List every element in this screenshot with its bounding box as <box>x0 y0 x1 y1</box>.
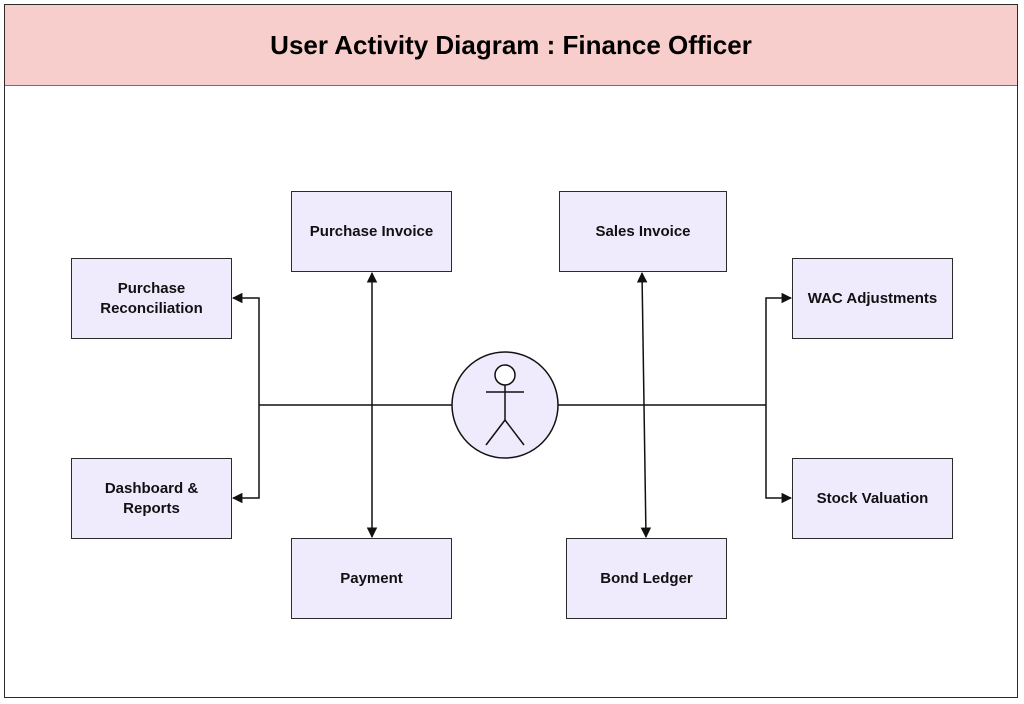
diagram-title: User Activity Diagram : Finance Officer <box>270 29 752 60</box>
link-to-stock-valuation <box>765 405 793 504</box>
diagram-frame: User Activity Diagram : Finance Officer <box>4 4 1018 698</box>
node-sales-invoice[interactable]: Sales Invoice <box>559 191 727 272</box>
diagram-header: User Activity Diagram : Finance Officer <box>5 5 1017 86</box>
link-to-dashboard-reports <box>231 405 260 504</box>
node-purchase-reconciliation[interactable]: Purchase Reconciliation <box>71 258 232 339</box>
node-dashboard-reports[interactable]: Dashboard & Reports <box>71 458 232 539</box>
node-bond-ledger[interactable]: Bond Ledger <box>566 538 727 619</box>
link-sales-invoice-bond-ledger <box>636 271 652 539</box>
user-stick-figure-icon <box>485 364 525 446</box>
node-payment[interactable]: Payment <box>291 538 452 619</box>
node-stock-valuation[interactable]: Stock Valuation <box>792 458 953 539</box>
link-to-wac-adjustments <box>765 292 793 405</box>
node-wac-adjustments[interactable]: WAC Adjustments <box>792 258 953 339</box>
link-to-purchase-reconciliation <box>231 292 260 405</box>
node-purchase-invoice[interactable]: Purchase Invoice <box>291 191 452 272</box>
